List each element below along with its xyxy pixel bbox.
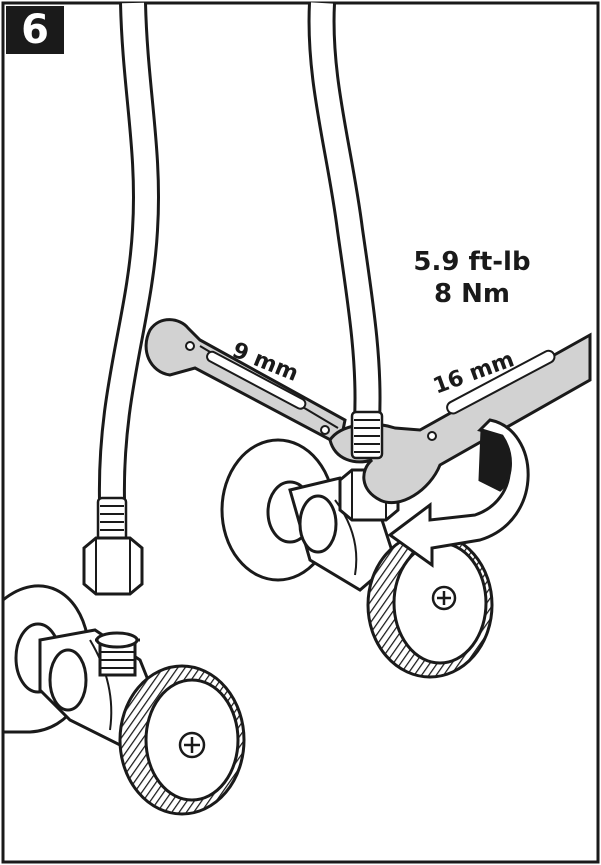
- right-supply-hose: [307, 2, 382, 421]
- left-valve-outlet-stub: [95, 631, 140, 677]
- torque-metric: 8 Nm: [434, 279, 510, 309]
- left-valve-handle: [118, 664, 246, 816]
- wrench-16mm: [328, 332, 592, 505]
- right-valve-body: [288, 476, 397, 592]
- torque-spec: 5.9 ft-lb 8 Nm: [392, 246, 552, 310]
- tighten-direction-arrow: [387, 418, 530, 568]
- torque-imperial: 5.9 ft-lb: [413, 247, 531, 277]
- left-compression-nut: [82, 536, 144, 596]
- right-valve-handle: [366, 531, 494, 679]
- wrench-9mm: [144, 318, 347, 448]
- left-supply-hose: [97, 2, 161, 501]
- right-hose-ferrule: [350, 410, 384, 460]
- step-number-badge: 6: [6, 6, 64, 54]
- left-hose-ferrule: [96, 496, 128, 544]
